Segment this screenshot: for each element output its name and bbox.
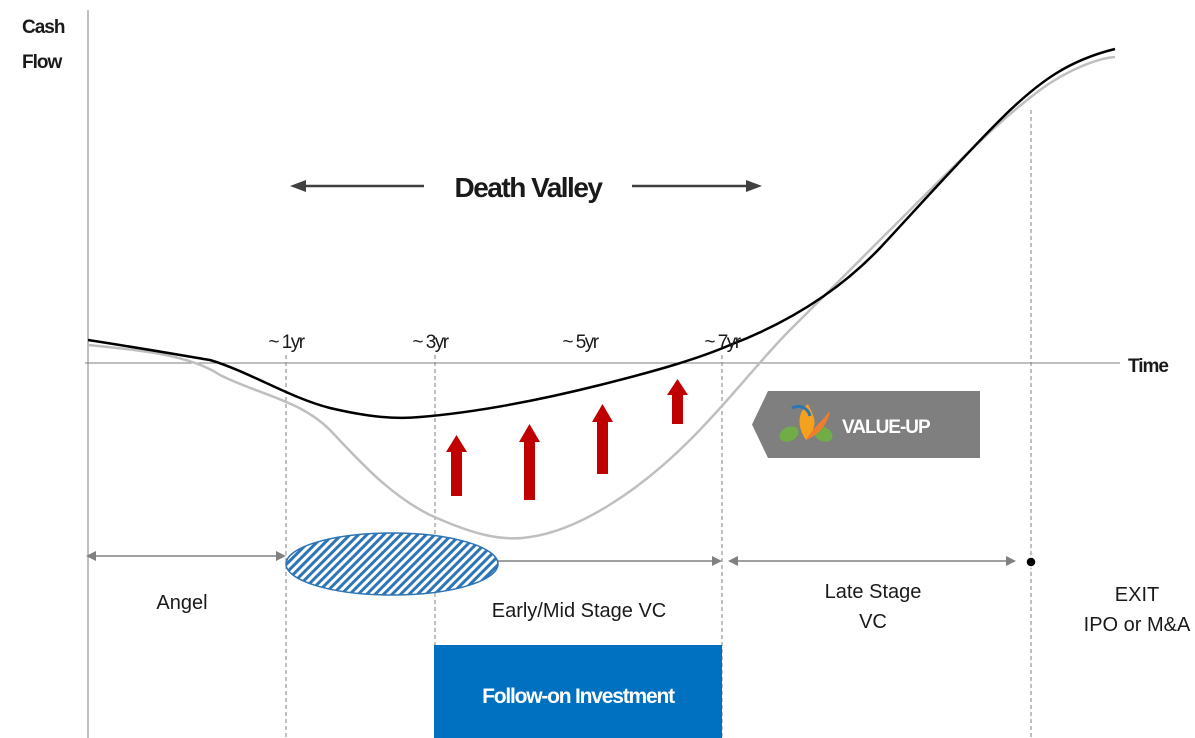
angel-overlap-ellipse bbox=[285, 532, 499, 596]
value-up-arrow bbox=[592, 404, 613, 474]
follow-on-investment-label: Follow-on Investment bbox=[482, 685, 675, 708]
angel-stage-arrow bbox=[86, 551, 286, 561]
value-up-arrow bbox=[667, 379, 688, 424]
stage-exit-label-line2: IPO or M&A bbox=[1084, 614, 1191, 636]
time-marker-3yr: ~ 3yr bbox=[412, 332, 449, 353]
stage-late-label-line1: Late Stage bbox=[825, 581, 922, 603]
late-stage-arrow bbox=[728, 556, 1016, 566]
y-axis-label-line1: Cash bbox=[22, 17, 65, 38]
y-axis-label-line2: Flow bbox=[22, 52, 62, 73]
value-up-badge: VALUE-UP bbox=[752, 391, 980, 458]
follow-on-investment-box bbox=[434, 645, 722, 738]
time-marker-5yr: ~ 5yr bbox=[562, 332, 599, 353]
value-up-label: VALUE-UP bbox=[842, 417, 931, 438]
time-marker-7yr: ~ 7yr bbox=[704, 332, 741, 353]
value-up-logo-icon bbox=[779, 404, 833, 442]
stage-late-label-line2: VC bbox=[859, 611, 887, 633]
value-up-arrow bbox=[519, 424, 540, 500]
x-axis-label: Time bbox=[1128, 356, 1168, 377]
death-valley-label: Death Valley bbox=[455, 172, 604, 203]
stage-angel-label: Angel bbox=[156, 592, 207, 614]
main-cash-curve bbox=[87, 47, 1116, 420]
stage-early-mid-label: Early/Mid Stage VC bbox=[492, 600, 667, 622]
time-marker-1yr: ~ 1yr bbox=[268, 332, 305, 353]
value-up-arrow bbox=[446, 435, 467, 496]
stage-exit-label-line1: EXIT bbox=[1115, 584, 1159, 606]
death-valley-arrow bbox=[290, 180, 762, 192]
exit-point bbox=[1025, 556, 1037, 568]
